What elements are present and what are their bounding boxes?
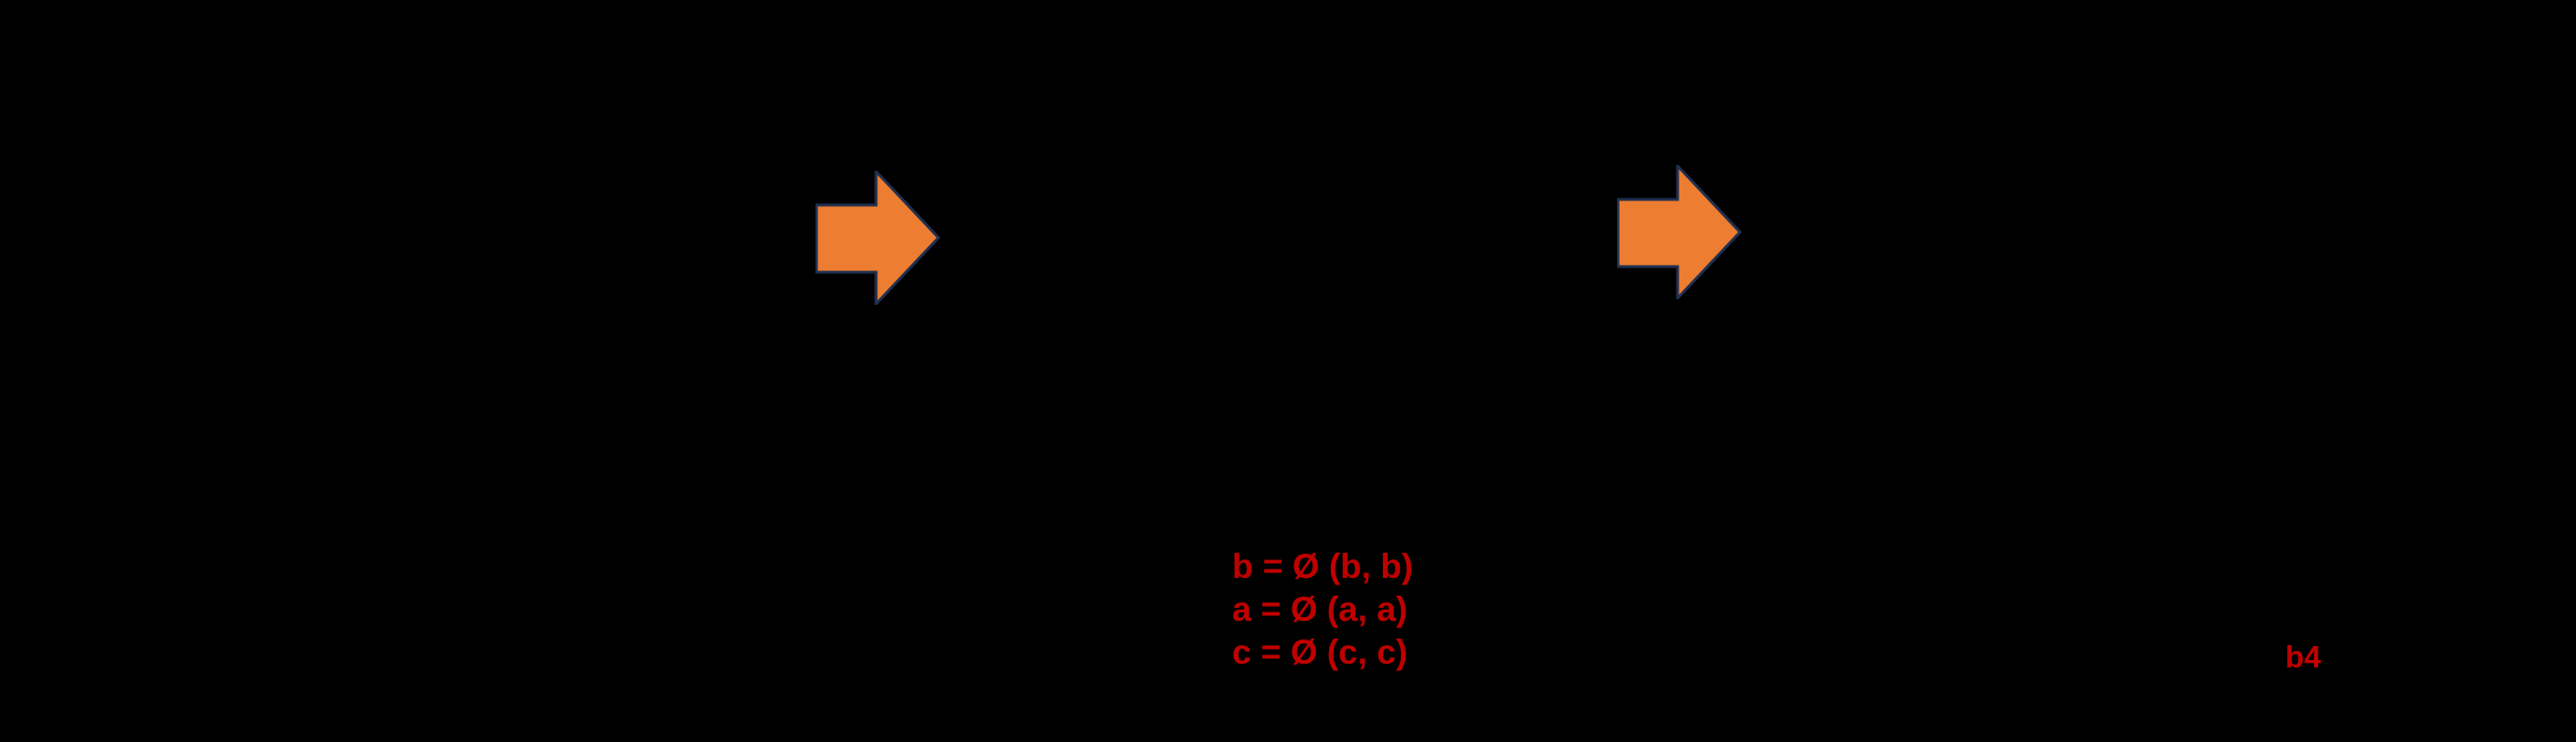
right-arrow-icon [815,171,940,305]
phi-assignment-line: a = Ø (a, a) [1232,590,1408,628]
right-arrow-shape [815,171,940,305]
phi-assignment-line: b = Ø (b, b) [1232,547,1414,585]
right-arrow-shape [1617,165,1742,299]
right-arrow-icon [1617,165,1742,299]
phi-assignment-line: c = Ø (c, c) [1232,633,1408,671]
phi-annotations: b = Ø (b, b) a = Ø (a, a) c = Ø (c, c) [1232,545,1413,674]
block-label-b4: b4 [2285,639,2322,674]
